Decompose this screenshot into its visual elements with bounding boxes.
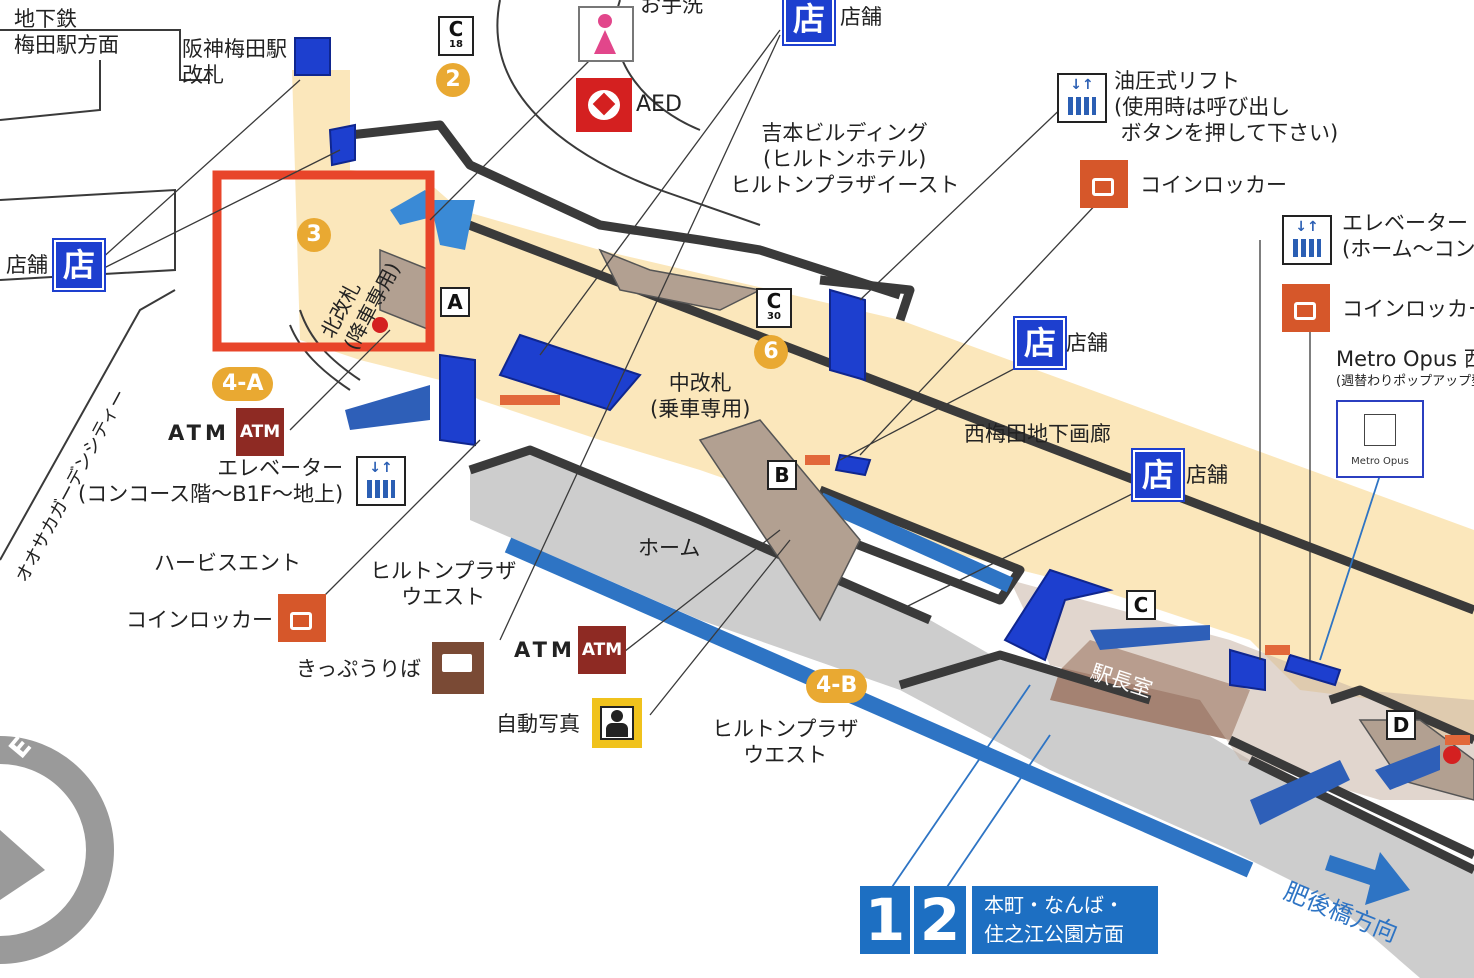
hanshin-gate-label: 阪神梅田駅 改札 — [182, 37, 287, 87]
atm-label-mid: ATM — [514, 638, 576, 662]
platform-label: ホーム — [638, 536, 701, 560]
stairs-d: D — [1386, 710, 1416, 740]
street-outlines — [0, 0, 761, 561]
atm-label-left: ATM — [168, 421, 230, 445]
elevator-icon-left — [356, 456, 406, 506]
coin-locker-icon-top — [1080, 160, 1128, 208]
photo-booth-label: 自動写真 — [496, 712, 580, 736]
platform-area — [470, 450, 1474, 978]
exit-6: 6 — [754, 335, 788, 369]
shop-icon-mid: 店 — [1013, 316, 1067, 370]
stairs-a: A — [440, 287, 470, 317]
shop-icon-lower: 店 — [1131, 448, 1185, 502]
photo-booth-icon — [592, 698, 642, 748]
ticket-icon — [432, 642, 484, 694]
hilton-west-label-1: ヒルトンプラザ ウエスト — [370, 559, 517, 609]
hydraulic-lift-label: 油圧式リフト (使用時は呼び出し ボタンを押して下さい) — [1114, 69, 1339, 145]
escalator-shapes — [345, 385, 1440, 825]
marker-dot-right — [1443, 746, 1461, 764]
shop-label-lower: 店舗 — [1186, 463, 1228, 487]
nishiumeda-gallery-label: 西梅田地下画廊 — [964, 422, 1111, 446]
locker-blocks — [500, 395, 1470, 745]
connector-c18: C 18 — [438, 16, 474, 56]
hilton-west-label-2: ヒルトンプラザ ウエスト — [712, 717, 859, 767]
exit-2: 2 — [436, 63, 470, 97]
atm-icon-left: ATM — [236, 408, 284, 456]
stairs-c: C — [1126, 590, 1156, 620]
connector-c18-letter: C — [448, 17, 464, 41]
hydraulic-lift-icon — [1057, 73, 1107, 123]
metro-opus-sub-label: (週替わりポップアップ型 — [1336, 374, 1474, 389]
track-2-badge: 2 — [914, 886, 966, 954]
shop-label-left: 店舗 — [6, 253, 48, 277]
exit-3: 3 — [297, 218, 331, 252]
elevator-concourse-label: エレベーター (コンコース階～B1F～地上) — [78, 456, 344, 506]
walls — [349, 120, 1474, 875]
exit-4b: 4-B — [806, 669, 868, 703]
ticket-office-label: きっぷうりば — [296, 657, 422, 681]
coin-locker-icon-right — [1282, 284, 1330, 332]
coin-locker-label-top: コインロッカー — [1140, 173, 1287, 197]
shop-icon-top: 店 — [782, 0, 836, 46]
yoshimoto-building-label: 吉本ビルディング (ヒルトンホテル) ヒルトンプラザイースト — [730, 121, 960, 197]
shop-label-mid: 店舗 — [1066, 331, 1108, 355]
compass-icon — [0, 736, 114, 964]
shop-icon-left: 店 — [52, 238, 106, 292]
coin-locker-label-right: コインロッカー — [1342, 297, 1474, 321]
blue-blocks — [294, 37, 1342, 692]
direction-arrow-icon — [1325, 852, 1410, 905]
coin-locker-icon-left — [278, 594, 326, 642]
metro-opus-logo-text: Metro Opus — [1351, 456, 1409, 467]
highlight-box — [212, 170, 435, 352]
exit-4a: 4-A — [212, 367, 274, 401]
herbis-ent-label: ハービスエント — [154, 551, 301, 575]
middle-gate-label: 中改札 (乗車専用) — [650, 371, 751, 421]
blue-leader-lines — [889, 474, 1381, 891]
connector-c18-number: 18 — [449, 39, 463, 50]
atm-icon-mid: ATM — [578, 626, 626, 674]
coin-locker-label-left: コインロッカー — [126, 608, 273, 632]
concourse-floor — [292, 70, 1474, 740]
aed-icon — [576, 78, 632, 132]
shop-label-top: 店舗 — [840, 5, 882, 29]
stairs-b: B — [767, 460, 797, 490]
elevator-icon-right — [1282, 215, 1332, 265]
subway-direction-label: 地下鉄 梅田駅方面 — [14, 7, 119, 57]
connector-c30-number: 30 — [767, 311, 781, 322]
platform-destination-label: 本町・なんば・ 住之江公園方面 — [972, 886, 1158, 954]
connector-c30-letter: C — [766, 289, 782, 313]
metro-opus-logo: Metro Opus — [1336, 400, 1424, 478]
restroom-icon — [578, 6, 634, 62]
aed-label: AED — [636, 92, 682, 117]
marker-dot — [372, 317, 388, 333]
connector-c30: C 30 — [756, 288, 792, 328]
restroom-label: お手洗 — [640, 0, 703, 17]
metro-opus-label: Metro Opus 西 — [1336, 347, 1474, 371]
elevator-home-label: エレベーター (ホーム～コン — [1342, 211, 1474, 261]
track-1-badge: 1 — [860, 886, 910, 954]
